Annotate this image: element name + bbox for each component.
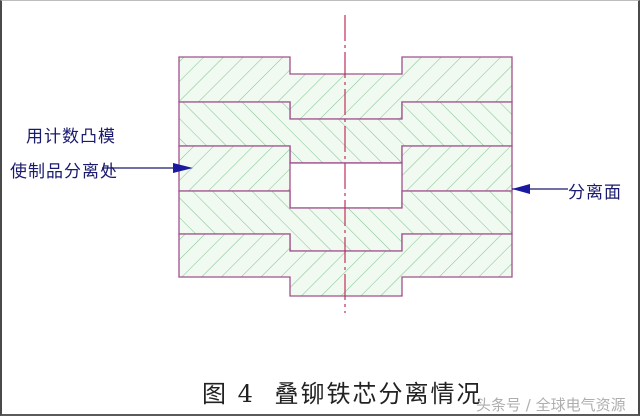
lamination-layer-5 bbox=[178, 233, 513, 297]
left-arrow-icon bbox=[102, 163, 193, 173]
right-label-separation-plane: 分离面 bbox=[568, 183, 622, 203]
watermark: 头条号 / 全球电气资源 bbox=[476, 396, 626, 414]
figure-caption: 图 4 叠铆铁芯分离情况 bbox=[202, 374, 483, 409]
left-label-line2: 使制品分离处 bbox=[10, 162, 118, 182]
left-label-line1: 用计数凸模 bbox=[26, 127, 116, 147]
separation-gap bbox=[289, 162, 403, 209]
right-arrow-icon bbox=[512, 184, 568, 194]
figure-number: 图 4 bbox=[202, 380, 255, 408]
figure-title: 叠铆铁芯分离情况 bbox=[274, 380, 483, 408]
